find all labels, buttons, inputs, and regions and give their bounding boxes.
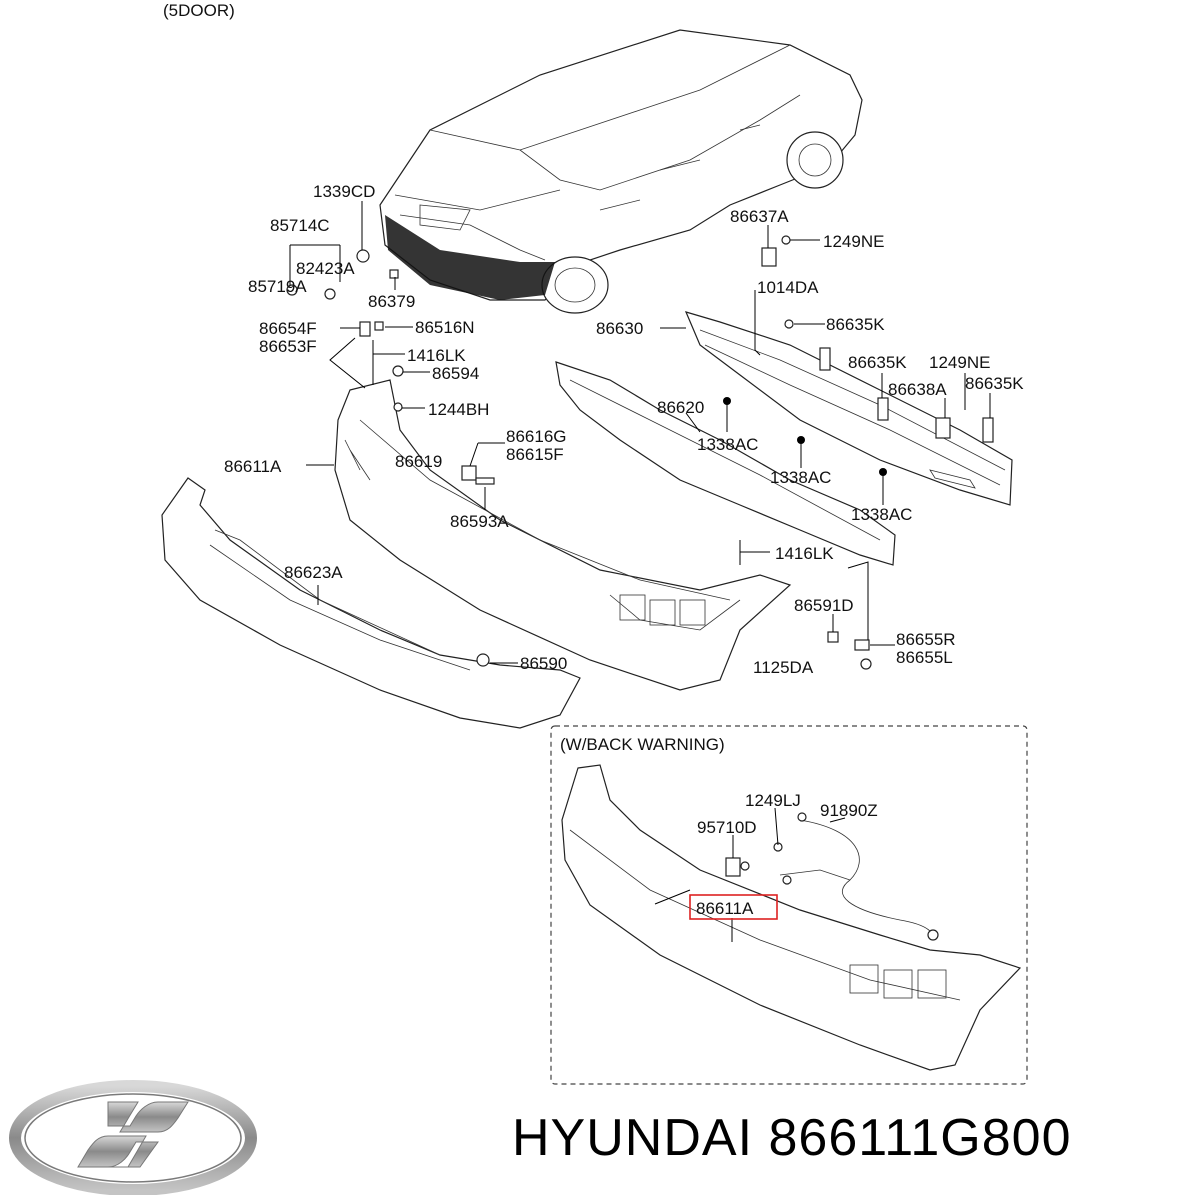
part-label: 86611A bbox=[696, 899, 754, 918]
part-label: 1249NE bbox=[823, 232, 884, 251]
part-label: 86616G bbox=[506, 427, 567, 446]
part-label: 1338AC bbox=[697, 435, 758, 454]
lower-cover-86623A bbox=[161, 477, 581, 729]
part-label: 86593A bbox=[450, 512, 509, 531]
part-label: 86379 bbox=[368, 292, 415, 311]
part-label: 86619 bbox=[395, 452, 442, 471]
inset-title: (W/BACK WARNING) bbox=[560, 735, 725, 754]
part-label: 86615F bbox=[506, 445, 564, 464]
part-caption: HYUNDAI 866111G800 bbox=[512, 1108, 1192, 1188]
part-label: 86611A bbox=[224, 457, 282, 476]
part-label: 1339CD bbox=[313, 182, 375, 201]
part-number: 866111G800 bbox=[768, 1109, 1072, 1167]
part-label: 86630 bbox=[596, 319, 643, 338]
brand-name: HYUNDAI bbox=[512, 1109, 754, 1167]
part-label: 86653F bbox=[259, 337, 317, 356]
part-label: 91890Z bbox=[820, 801, 878, 820]
part-label: 86594 bbox=[432, 364, 479, 383]
part-label: 86623A bbox=[284, 563, 343, 582]
part-label: 86638A bbox=[888, 380, 947, 399]
part-label: 1416LK bbox=[775, 544, 834, 563]
part-label: 86635K bbox=[826, 315, 885, 334]
car-illustration bbox=[379, 29, 863, 314]
part-label: 95710D bbox=[697, 818, 757, 837]
part-label: 1125DA bbox=[753, 658, 814, 677]
part-label: 1338AC bbox=[770, 468, 831, 487]
part-label: 86655L bbox=[896, 648, 953, 667]
part-label: 86654F bbox=[259, 319, 317, 338]
highlight-86611A bbox=[689, 894, 778, 920]
part-label: 85714C bbox=[270, 216, 330, 235]
part-label: 86591D bbox=[794, 596, 854, 615]
inset-back-warning bbox=[550, 725, 1028, 1085]
absorber-86620 bbox=[555, 361, 896, 566]
part-label: 85719A bbox=[248, 277, 307, 296]
hyundai-logo-icon bbox=[9, 1080, 257, 1195]
part-label: 1249NE bbox=[929, 353, 990, 372]
part-labels: 1339CD 85714C 82423A 85719A 86379 86654F… bbox=[224, 182, 1024, 918]
part-label: 82423A bbox=[296, 259, 355, 278]
part-label: 86655R bbox=[896, 630, 956, 649]
part-label: 86637A bbox=[730, 207, 789, 226]
part-label: 86635K bbox=[965, 374, 1024, 393]
part-label: 86590 bbox=[520, 654, 567, 673]
part-label: 86516N bbox=[415, 318, 475, 337]
part-label: 1416LK bbox=[407, 346, 466, 365]
part-label: 1014DA bbox=[757, 278, 819, 297]
part-label: 1249LJ bbox=[745, 791, 801, 810]
rear-bumper-86611A bbox=[334, 379, 792, 691]
fasteners bbox=[286, 235, 994, 670]
part-label: 86620 bbox=[657, 398, 704, 417]
part-label: 1244BH bbox=[428, 400, 489, 419]
variant-label: (5DOOR) bbox=[163, 1, 235, 20]
leader-lines bbox=[289, 201, 991, 664]
part-label: 86635K bbox=[848, 353, 907, 372]
part-label: 1338AC bbox=[851, 505, 912, 524]
